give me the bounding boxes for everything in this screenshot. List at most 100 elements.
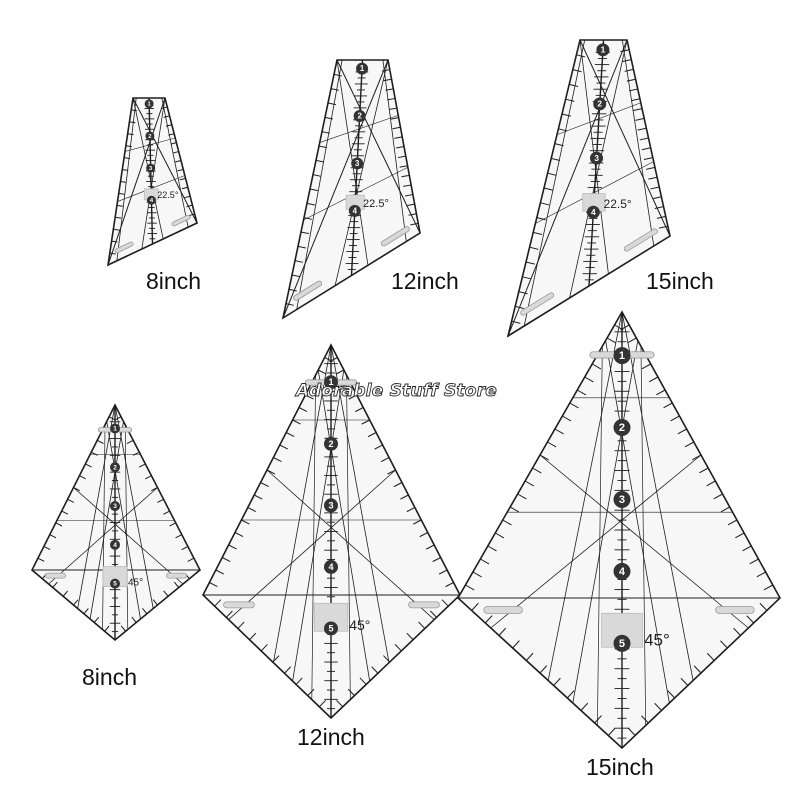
guide-line bbox=[282, 59, 389, 319]
edge-tick bbox=[533, 231, 543, 236]
guide-line bbox=[330, 344, 390, 663]
edge-tick bbox=[116, 204, 123, 207]
edge-tick bbox=[163, 590, 169, 597]
edge-tick bbox=[294, 260, 303, 263]
edge-tick bbox=[471, 602, 479, 611]
edge-tick bbox=[607, 727, 616, 736]
edge-tick bbox=[565, 98, 575, 102]
edge-tick bbox=[333, 73, 342, 77]
edge-tick bbox=[129, 121, 136, 124]
edge-tick bbox=[163, 510, 170, 515]
edge-tick bbox=[562, 415, 572, 422]
edge-tick bbox=[214, 599, 222, 607]
ruler-number: 3 bbox=[113, 503, 117, 510]
edge-tick bbox=[480, 558, 490, 565]
guide-line bbox=[124, 137, 176, 152]
edge-tick bbox=[484, 615, 493, 624]
ruler-number-disc bbox=[324, 498, 338, 513]
ruler-number: 2 bbox=[328, 439, 333, 449]
edge-tick bbox=[188, 213, 195, 217]
edge-tick bbox=[260, 482, 269, 488]
edge-tick bbox=[327, 102, 336, 106]
ruler-number: 4 bbox=[591, 207, 596, 217]
edge-tick bbox=[317, 369, 327, 375]
guide-line bbox=[346, 374, 351, 700]
edge-tick bbox=[580, 702, 589, 711]
edge-tick bbox=[118, 192, 125, 195]
edge-tick bbox=[561, 113, 571, 117]
ruler-number: 2 bbox=[597, 99, 602, 109]
ruler-number-disc bbox=[356, 62, 369, 75]
edge-tick bbox=[298, 407, 308, 413]
edge-tick bbox=[584, 376, 594, 383]
edge-tick bbox=[713, 493, 723, 500]
edge-tick bbox=[187, 557, 195, 562]
edge-tick bbox=[144, 475, 152, 480]
edge-tick bbox=[406, 203, 415, 207]
edge-tick bbox=[646, 166, 656, 170]
edge-tick bbox=[532, 467, 542, 474]
edge-tick bbox=[309, 188, 318, 192]
caption-trapezoid-12inch: 12inch bbox=[391, 268, 459, 294]
edge-tick bbox=[83, 608, 89, 615]
edge-tick bbox=[536, 217, 546, 221]
edge-tick bbox=[109, 252, 116, 255]
grip-slot bbox=[715, 606, 755, 614]
edge-tick bbox=[720, 506, 730, 513]
guide-line bbox=[556, 102, 641, 136]
edge-tick bbox=[525, 652, 534, 661]
edge-tick bbox=[43, 545, 51, 551]
guide-line bbox=[161, 97, 189, 228]
edge-tick bbox=[763, 584, 774, 591]
edge-tick bbox=[37, 557, 45, 562]
ruler-number-disc bbox=[110, 539, 120, 550]
ruler-number-disc bbox=[613, 562, 631, 580]
guide-line bbox=[523, 39, 586, 327]
edge-tick bbox=[306, 202, 315, 206]
edge-tick bbox=[120, 625, 127, 632]
ruler-number: 2 bbox=[148, 134, 152, 140]
grip-slot bbox=[520, 292, 555, 316]
edge-tick bbox=[132, 451, 140, 456]
caption-kite-8inch: 8inch bbox=[82, 664, 137, 690]
ruler-number: 1 bbox=[328, 377, 333, 387]
edge-tick bbox=[572, 69, 582, 73]
edge-tick bbox=[622, 59, 632, 63]
grip-slot bbox=[589, 351, 616, 359]
guide-line bbox=[336, 59, 421, 234]
edge-tick bbox=[652, 196, 662, 200]
edge-tick bbox=[380, 457, 390, 463]
edge-tick bbox=[429, 610, 437, 618]
edge-tick bbox=[292, 419, 301, 425]
edge-tick bbox=[52, 581, 58, 588]
ruler-number-disc bbox=[353, 110, 366, 123]
guide-line bbox=[77, 404, 116, 609]
edge-tick bbox=[361, 419, 370, 425]
ruler-number-disc bbox=[324, 559, 338, 574]
edge-tick bbox=[115, 216, 122, 219]
edge-tick bbox=[181, 186, 188, 190]
edge-tick bbox=[566, 690, 575, 699]
guide-line bbox=[572, 340, 639, 704]
edge-tick bbox=[670, 415, 680, 422]
edge-tick bbox=[554, 428, 564, 435]
ruler-number-disc bbox=[110, 462, 120, 473]
guide-line bbox=[48, 487, 158, 585]
edge-tick bbox=[163, 115, 170, 118]
edge-tick bbox=[175, 534, 183, 539]
ruler-number: 1 bbox=[619, 350, 625, 362]
edge-tick bbox=[445, 582, 454, 588]
edge-tick bbox=[524, 480, 535, 487]
grip-slot bbox=[623, 228, 658, 252]
edge-tick bbox=[498, 627, 507, 636]
ruler-number: 3 bbox=[355, 159, 360, 168]
edge-tick bbox=[643, 157, 653, 161]
edge-tick bbox=[594, 715, 602, 724]
edge-tick bbox=[215, 569, 225, 575]
edge-tick bbox=[727, 519, 738, 526]
edge-tick bbox=[177, 168, 184, 172]
edge-tick bbox=[295, 677, 303, 685]
ruler-number-disc bbox=[144, 99, 154, 109]
